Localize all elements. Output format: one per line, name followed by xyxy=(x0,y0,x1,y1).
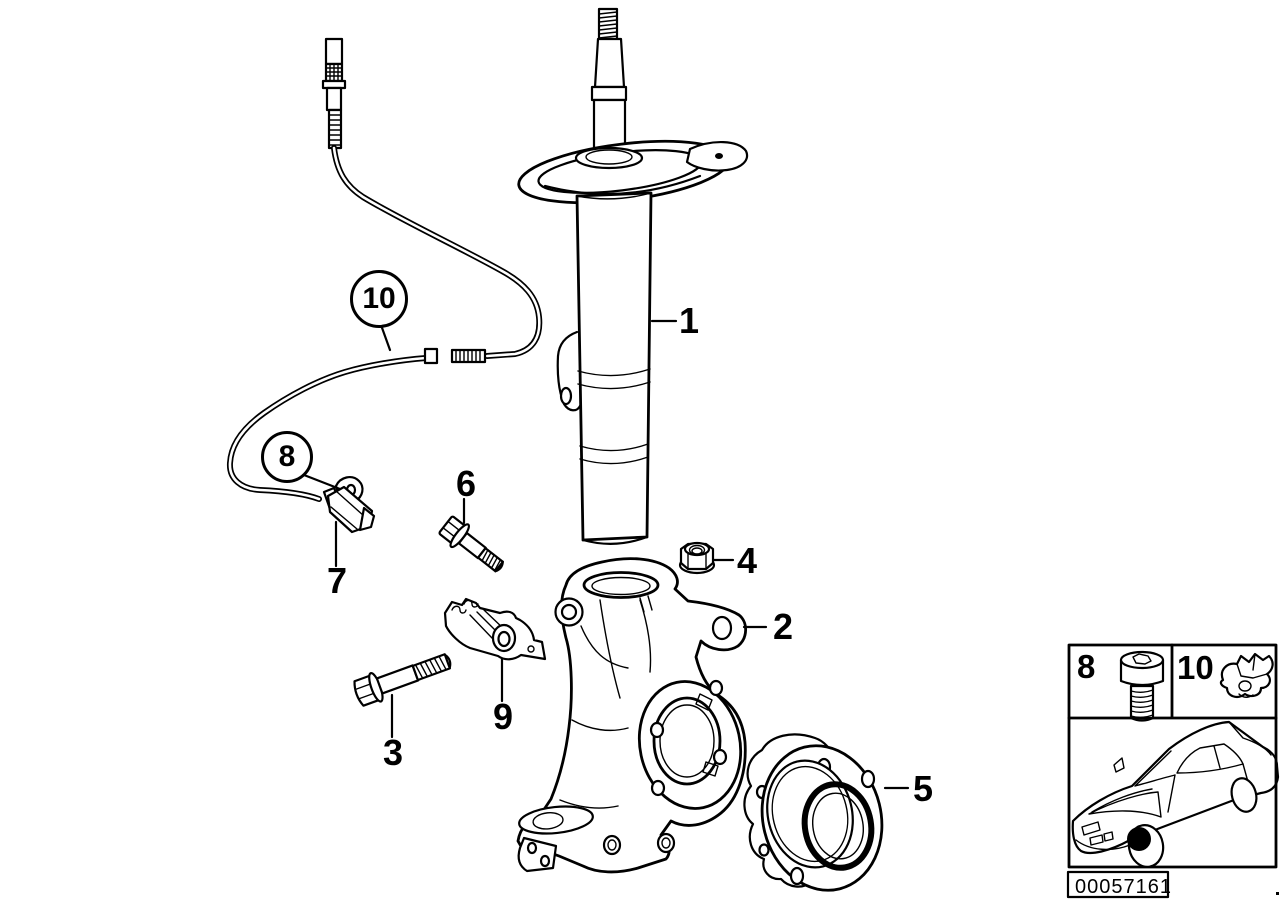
callout-10-leader xyxy=(379,323,392,352)
callout-7[interactable]: 7 xyxy=(326,560,348,601)
legend-box xyxy=(1066,643,1280,899)
callout-9[interactable]: 9 xyxy=(492,696,514,737)
callout-5[interactable]: 5 xyxy=(912,768,934,809)
wheel-hub-drawing xyxy=(743,733,884,892)
wheel-position-marker xyxy=(1127,827,1151,851)
nut-drawing xyxy=(678,541,716,575)
holder-bracket-drawing xyxy=(443,597,547,661)
callout-1[interactable]: 1 xyxy=(678,300,700,341)
socket-head-screw-icon xyxy=(1119,650,1165,722)
callout-8-leader xyxy=(302,473,342,491)
bolt-short-drawing xyxy=(438,515,504,573)
callout-4[interactable]: 4 xyxy=(736,540,758,581)
part-number: 00057161 xyxy=(1075,876,1172,898)
callout-3[interactable]: 3 xyxy=(382,732,404,773)
spring-strut-drawing xyxy=(517,7,749,545)
callout-10-number: 10 xyxy=(362,282,396,315)
callout-2[interactable]: 2 xyxy=(772,606,794,647)
steering-knuckle-drawing xyxy=(516,557,748,874)
legend-screw-label: 8 xyxy=(1077,648,1096,685)
callout-6[interactable]: 6 xyxy=(455,463,477,504)
callout-8-number: 8 xyxy=(278,440,296,473)
callout-10[interactable]: 10 xyxy=(350,270,408,328)
abs-sensor-drawing xyxy=(322,476,376,534)
part-number-box xyxy=(1066,870,1170,899)
legend-clip-label: 10 xyxy=(1177,649,1214,686)
callout-8[interactable]: 8 xyxy=(261,431,313,483)
bolt-long-drawing xyxy=(353,653,452,707)
sedan-outline xyxy=(1071,720,1280,868)
leader-lines xyxy=(302,319,910,790)
cable-clip-icon xyxy=(1219,652,1274,698)
abs-sensor-cable-drawing xyxy=(226,37,543,502)
